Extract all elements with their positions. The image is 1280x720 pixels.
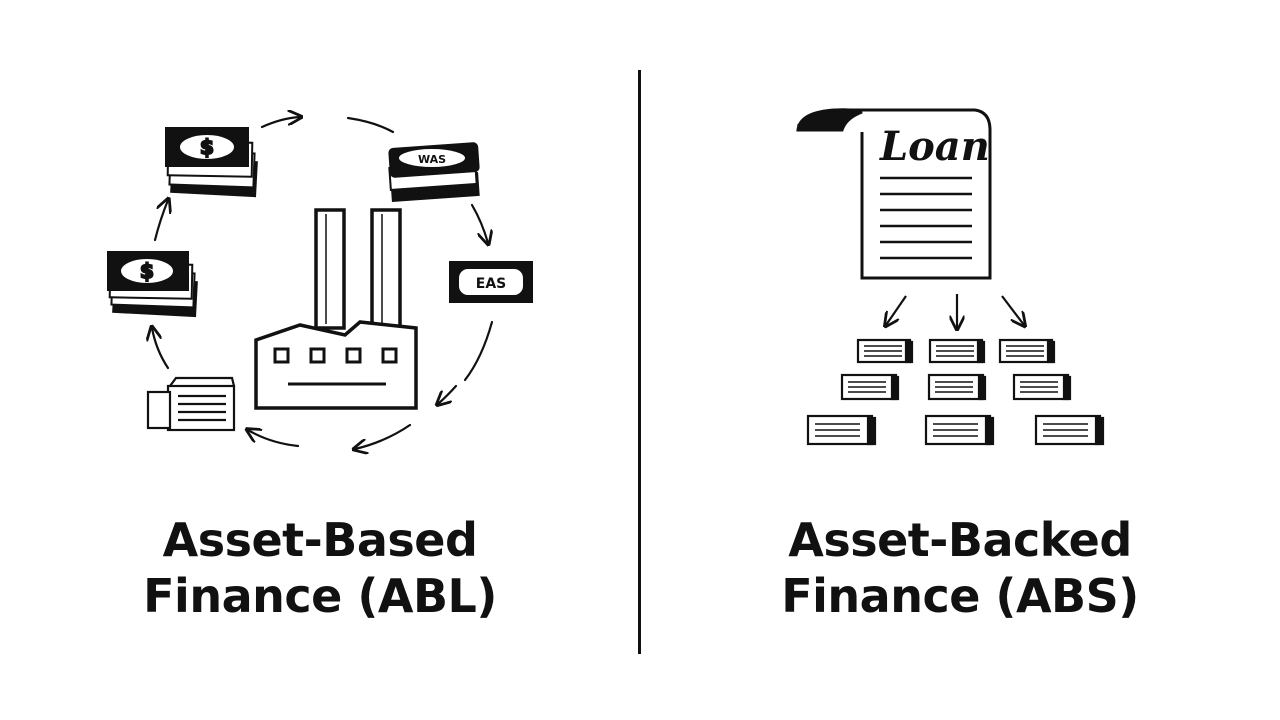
tranche-card: [1034, 414, 1105, 446]
arrow-down-right: [1001, 295, 1024, 325]
cycle-arrow-left-upper: [153, 200, 168, 242]
abs-illustration: Loan: [796, 108, 1105, 446]
abl-illustration: $ WAS EAS $: [107, 0, 533, 500]
cash-symbol-1: $: [200, 135, 214, 159]
tranche-card: [928, 338, 986, 364]
abl-title-line2: Finance (ABL): [143, 569, 497, 623]
tranche-card: [998, 338, 1056, 364]
tranche-card: [927, 373, 987, 401]
cash-stack-icon: WAS: [388, 142, 480, 203]
loan-document-label: Loan: [879, 123, 990, 170]
cycle-arrow-top: [260, 117, 300, 129]
cash-text-2: EAS: [476, 276, 506, 292]
cash-stack-icon: $: [165, 127, 258, 198]
tranche-card: [1012, 373, 1072, 401]
cycle-arrow-right-upper: [470, 203, 488, 243]
loan-document-icon: Loan: [796, 108, 992, 280]
tranche-card: [856, 338, 914, 364]
abs-title-line2: Finance (ABS): [781, 569, 1139, 623]
inventory-crate-icon: [146, 376, 236, 432]
securities-tranches: [806, 338, 1105, 446]
abl-panel: $ WAS EAS $: [0, 0, 640, 624]
cycle-arrows: [152, 117, 492, 449]
cycle-arrow-bottom-right: [355, 423, 412, 449]
cycle-arrow-bottom-left: [248, 430, 300, 448]
tranche-card: [924, 414, 995, 446]
abs-panel: Loan: [640, 0, 1280, 720]
tranche-card: [840, 373, 900, 401]
factory-icon: [254, 208, 418, 410]
distribution-arrows: [886, 294, 1024, 328]
cycle-arrow-left-lower: [152, 328, 170, 370]
abl-title-line1: Asset-Based: [162, 513, 478, 567]
arrow-down-left: [886, 295, 907, 325]
cycle-arrow-top-right: [346, 116, 395, 134]
abs-title: Asset-Backed Finance (ABS): [640, 512, 1280, 624]
cycle-arrow-right-lower: [463, 320, 494, 382]
cash-stack-icon: $: [107, 251, 198, 318]
cash-text-1: WAS: [418, 153, 446, 166]
cycle-arrow-right-bottom: [438, 384, 458, 404]
cash-symbol-2: $: [140, 259, 154, 283]
cash-stack-icon: EAS: [449, 261, 533, 303]
abl-title: Asset-Based Finance (ABL): [0, 512, 640, 624]
abs-title-line1: Asset-Backed: [788, 513, 1132, 567]
tranche-card: [806, 414, 877, 446]
center-divider: [638, 70, 641, 654]
